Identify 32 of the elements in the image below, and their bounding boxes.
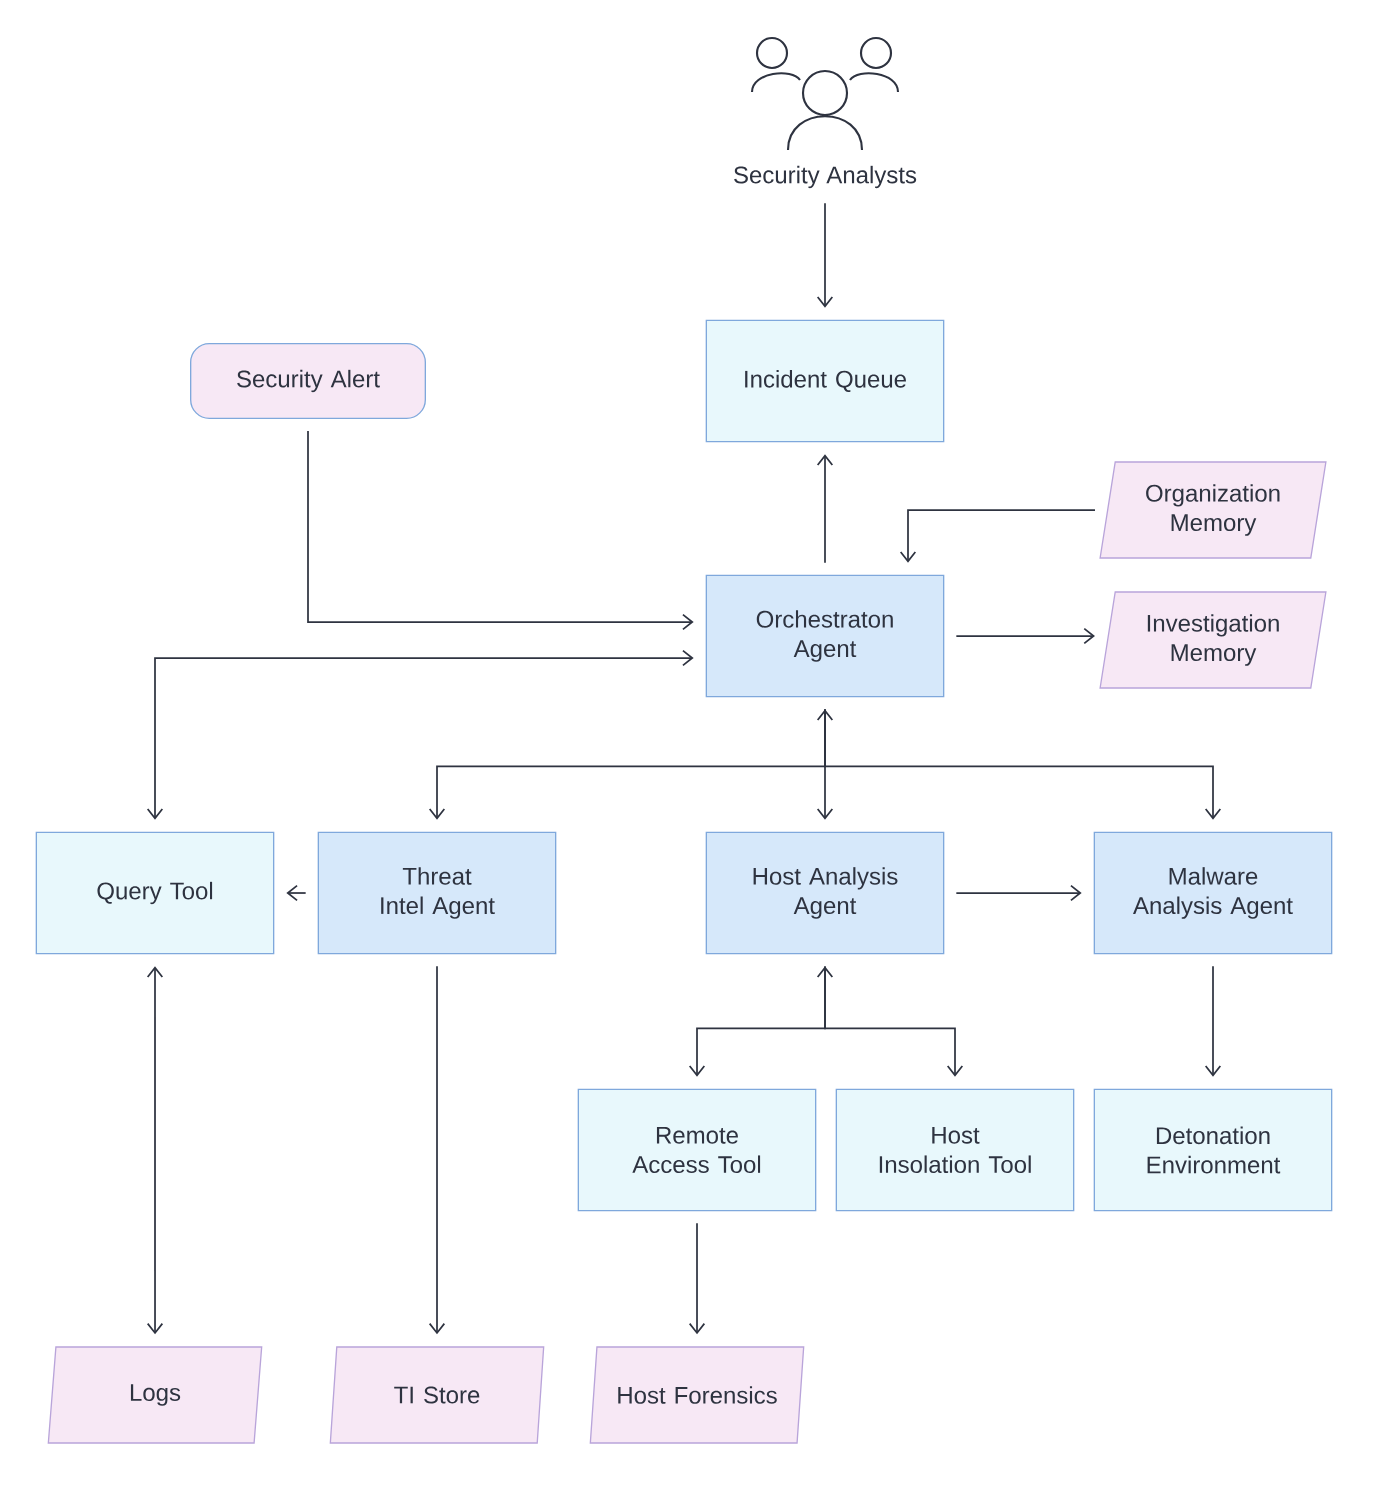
agent-box: Malware Analysis Agent <box>1093 831 1333 955</box>
arrow <box>146 649 694 820</box>
arrow <box>955 884 1082 902</box>
alert-box: Security Alert <box>190 343 426 419</box>
storage-parallelogram: Logs <box>47 1346 263 1444</box>
arrow <box>899 509 1096 563</box>
arrow <box>816 709 834 820</box>
arrow <box>688 966 834 1077</box>
arrow <box>146 966 164 1335</box>
arrow <box>307 430 694 631</box>
storage-parallelogram: Organization Memory <box>1099 461 1327 559</box>
tool-box: Remote Access Tool <box>577 1088 817 1212</box>
process-box: Incident Queue <box>705 319 945 443</box>
arrow <box>816 202 834 308</box>
arrow <box>1204 965 1222 1077</box>
arrow <box>286 884 307 902</box>
arrow <box>688 1222 706 1335</box>
agent-box: Threat Intel Agent <box>317 831 557 955</box>
storage-parallelogram: Investigation Memory <box>1099 591 1327 689</box>
arrow <box>824 708 1222 820</box>
storage-parallelogram: Host Forensics <box>589 1346 805 1444</box>
person-label: Security Analysts <box>734 165 917 189</box>
tool-box: Host Insolation Tool <box>835 1088 1075 1212</box>
arrow <box>816 454 834 564</box>
agent-box: Host Analysis Agent <box>705 831 945 955</box>
tool-box: Query Tool <box>35 831 275 955</box>
agent-box: Orchestraton Agent <box>705 574 945 698</box>
arrow <box>955 627 1095 645</box>
arrow <box>428 965 446 1335</box>
storage-parallelogram: TI Store <box>329 1346 545 1444</box>
tool-box: Detonation Environment <box>1093 1088 1333 1212</box>
arrow <box>824 965 964 1077</box>
